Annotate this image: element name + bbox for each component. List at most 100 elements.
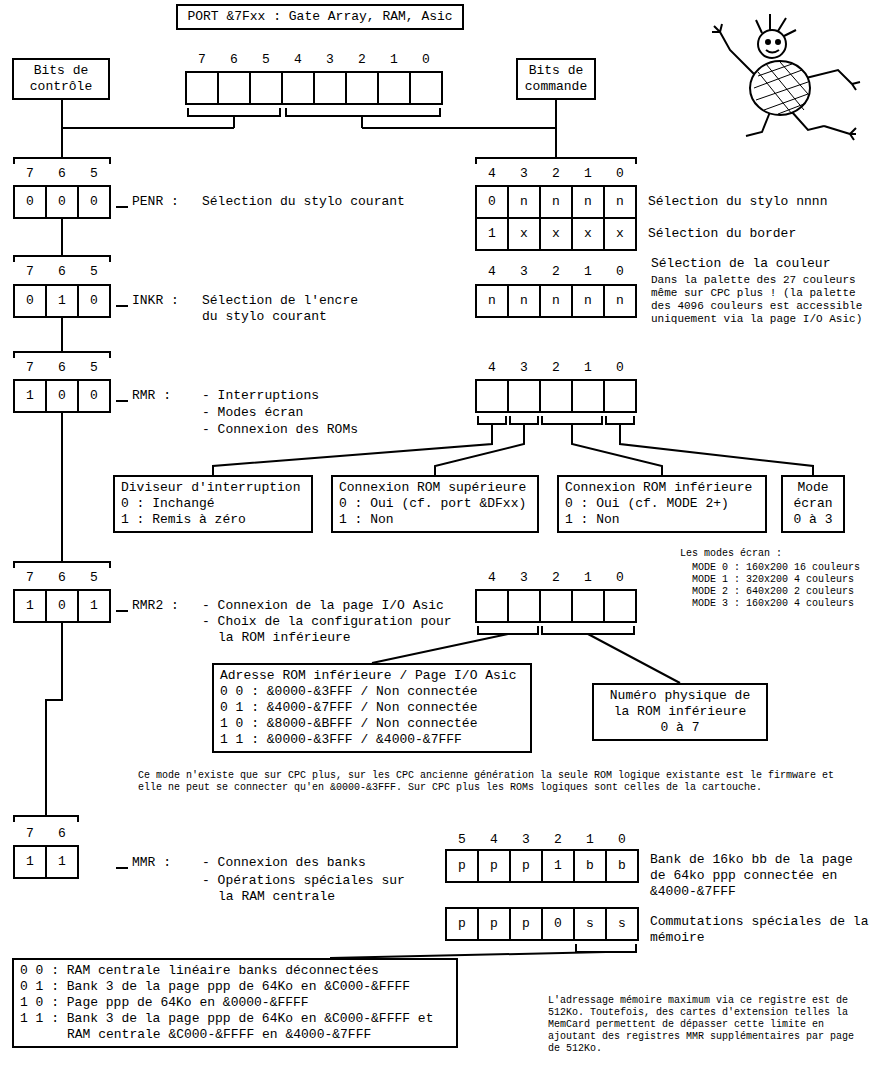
bit-cell-row xyxy=(476,380,636,412)
note: MODE 1 : 320x200 4 couleurs xyxy=(692,574,854,586)
bit-value: n xyxy=(604,293,636,309)
box-heading: Diviseur d'interruption xyxy=(121,480,305,496)
description: - Connexion des banks xyxy=(202,855,366,871)
bit-number: 2 xyxy=(346,52,378,68)
description: Sélection de la couleur xyxy=(651,256,830,272)
register-name: MMR : xyxy=(132,855,171,871)
bracket xyxy=(576,944,636,952)
mascot-head xyxy=(758,30,786,58)
bit-value: b xyxy=(606,858,638,874)
mascot-hatch xyxy=(754,62,808,114)
bit-number: 2 xyxy=(540,166,572,182)
bit-number: 1 xyxy=(574,832,606,848)
bracket xyxy=(14,256,110,822)
box-heading: Bits de commande xyxy=(524,63,588,95)
bit-number: 5 xyxy=(78,570,110,586)
bit-number: 3 xyxy=(508,360,540,376)
control-bits-box: Bits de contrôle xyxy=(12,58,110,100)
bit-cell-row xyxy=(476,590,636,622)
mascot-hair xyxy=(756,14,796,36)
bit-number: 0 xyxy=(604,360,636,376)
underscore-mark xyxy=(116,207,128,868)
bit-value: p xyxy=(510,858,542,874)
mascot-mouth xyxy=(766,50,779,53)
brackets-and-wires xyxy=(14,100,813,958)
description: - Interruptions xyxy=(202,388,319,404)
bit-value: n xyxy=(476,293,508,309)
bit-value: n xyxy=(508,293,540,309)
bit-number: 4 xyxy=(476,360,508,376)
bit-number: 7 xyxy=(14,166,46,182)
bit-cell-row xyxy=(446,850,638,882)
note: Les modes écran : xyxy=(680,548,782,560)
register-name: RMR2 : xyxy=(132,598,179,614)
note: MODE 3 : 160x200 4 couleurs xyxy=(692,598,854,610)
box-heading: PORT &7Fxx : Gate Array, RAM, Asic xyxy=(184,9,456,25)
bit-value: 0 xyxy=(46,388,78,404)
field-description-box: Numéro physique de la ROM inférieure0 à … xyxy=(592,683,768,741)
note: MODE 0 : 160x200 16 couleurs xyxy=(692,562,860,574)
description: - Modes écran xyxy=(202,405,303,421)
description: Sélection de l'encre du stylo courant xyxy=(202,293,374,325)
register-name: PENR : xyxy=(132,194,179,210)
bit-cell-row xyxy=(14,380,110,412)
bit-number: 3 xyxy=(314,52,346,68)
box-heading: Connexion ROM supérieure xyxy=(339,480,531,496)
description: - Choix de la configuration pour la ROM … xyxy=(202,614,464,646)
register-name: RMR : xyxy=(132,388,171,404)
bit-value: s xyxy=(606,916,638,932)
box-text: 1 1 : &0000-&3FFF / &4000-&7FFF xyxy=(220,732,524,748)
description: Sélection du stylo courant xyxy=(202,194,405,210)
bit-value: n xyxy=(572,194,604,210)
field-description-box: Diviseur d'interruption0 : Inchangé1 : R… xyxy=(113,475,313,533)
bit-number: 6 xyxy=(218,52,250,68)
bit-value: 1 xyxy=(14,388,46,404)
bit-number: 7 xyxy=(14,570,46,586)
box-text: 0 1 : &4000-&7FFF / Non connectée xyxy=(220,700,524,716)
bit-number: 3 xyxy=(508,166,540,182)
bit-number: 0 xyxy=(604,570,636,586)
bit-value: 0 xyxy=(542,916,574,932)
bit-value: b xyxy=(574,858,606,874)
note: Dans la palette des 27 couleurs même sur… xyxy=(651,274,873,326)
bit-number: 1 xyxy=(572,360,604,376)
bit-value: 0 xyxy=(14,293,46,309)
bit-number: 1 xyxy=(572,264,604,280)
box-heading: 0 0 : RAM centrale linéaire banks déconn… xyxy=(20,963,450,979)
bit-number: 6 xyxy=(46,570,78,586)
bit-number: 4 xyxy=(478,832,510,848)
mascot-broom xyxy=(824,126,856,140)
bit-number: 5 xyxy=(446,832,478,848)
mascot-body xyxy=(750,61,810,115)
bit-value: s xyxy=(574,916,606,932)
note: MODE 2 : 640x200 2 couleurs xyxy=(692,586,854,598)
bit-number: 7 xyxy=(14,264,46,280)
bit-value: x xyxy=(572,226,604,242)
bit-number: 5 xyxy=(78,264,110,280)
bit-value: n xyxy=(540,293,572,309)
bit-value: p xyxy=(478,858,510,874)
bit-value: n xyxy=(604,194,636,210)
bit-value: p xyxy=(446,858,478,874)
bit-value: 0 xyxy=(78,293,110,309)
bit-value: n xyxy=(540,194,572,210)
description: Sélection du stylo nnnn xyxy=(648,194,827,210)
title-box: PORT &7Fxx : Gate Array, RAM, Asic xyxy=(176,4,464,30)
box-heading: Connexion ROM inférieure xyxy=(565,480,759,496)
bit-number: 1 xyxy=(378,52,410,68)
bit-cell-row xyxy=(476,186,636,250)
bit-number: 1 xyxy=(572,166,604,182)
bit-number: 0 xyxy=(604,264,636,280)
bit-value: 0 xyxy=(78,194,110,210)
bit-value: 1 xyxy=(14,598,46,614)
bit-number: 4 xyxy=(476,166,508,182)
bit-cell-row xyxy=(446,908,638,940)
bracket xyxy=(478,416,634,424)
bit-cell-row xyxy=(14,846,78,878)
bit-number: 4 xyxy=(476,264,508,280)
bit-number: 6 xyxy=(46,826,78,842)
bit-value: 1 xyxy=(46,854,78,870)
